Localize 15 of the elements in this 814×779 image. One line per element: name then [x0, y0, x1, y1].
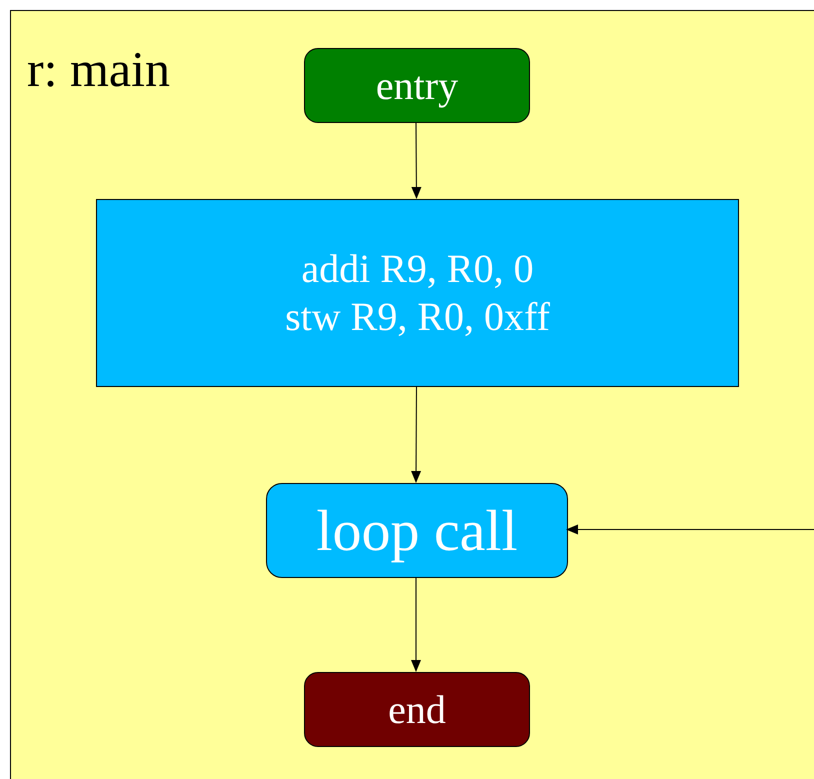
node-label: end — [388, 686, 446, 734]
arrow — [566, 524, 814, 534]
arrow — [411, 576, 421, 672]
arrow — [411, 386, 422, 483]
arrow — [411, 122, 422, 199]
cluster-title: r: main — [27, 40, 170, 99]
node-label: entry — [376, 62, 458, 110]
node-label: addi R9, R0, 0 — [301, 245, 534, 293]
exit-terminal — [304, 672, 530, 747]
loop-call-block — [266, 483, 568, 578]
node-label: stw R9, R0, 0xff — [285, 293, 550, 341]
process-box — [96, 199, 739, 387]
node-label: loop call — [316, 496, 518, 565]
cluster-box — [10, 10, 814, 779]
entry-terminal — [304, 48, 530, 123]
